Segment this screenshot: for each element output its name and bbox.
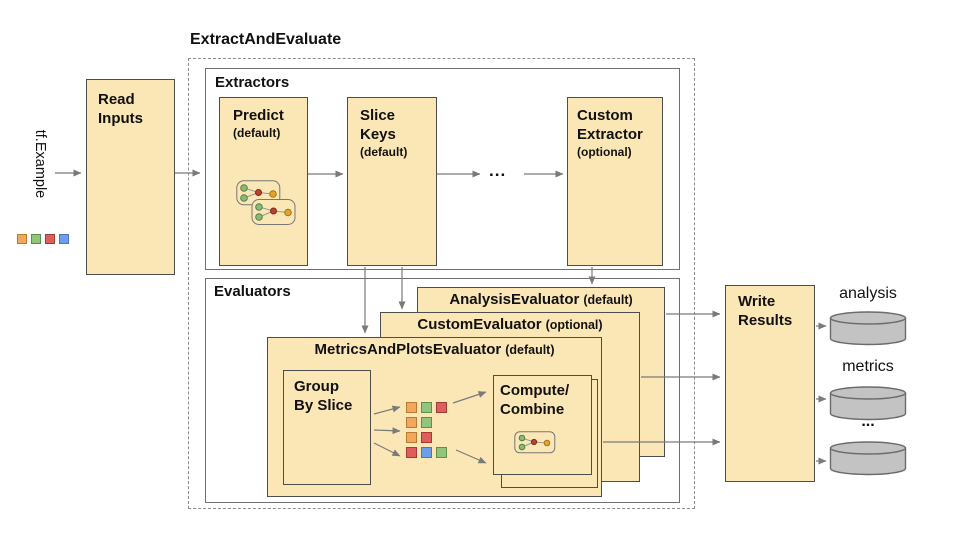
evaluators-container: Evaluators <box>205 278 680 503</box>
analysis-output-label: analysis <box>839 285 897 302</box>
predict-graph-icon <box>236 180 296 225</box>
red-data-square <box>421 432 432 443</box>
orange-data-square <box>406 432 417 443</box>
orange-data-square <box>17 234 27 244</box>
group-by-slice-label: Group By Slice <box>294 378 353 415</box>
metrics-and-plots-evaluator-header: MetricsAndPlotsEvaluator(default) <box>268 338 601 358</box>
metrics-and-plots-evaluator-name: MetricsAndPlotsEvaluator <box>314 341 502 358</box>
read-inputs-box: Read Inputs <box>86 79 175 275</box>
red-data-square <box>406 447 417 458</box>
slice-keys-label: Slice Keys <box>360 107 396 144</box>
input-data-squares <box>17 234 77 246</box>
metrics-output-label: metrics <box>842 358 894 375</box>
write-results-label: Write Results <box>738 293 793 330</box>
extractors-label: Extractors <box>215 74 290 91</box>
orange-data-square <box>406 417 417 428</box>
write-results-box: Write Results <box>725 285 815 482</box>
analysis-evaluator-header: AnalysisEvaluator(default) <box>418 288 664 308</box>
evaluators-label: Evaluators <box>214 283 291 300</box>
green-data-square <box>421 417 432 428</box>
extract-and-evaluate-container <box>188 58 695 509</box>
slice-keys-extractor-box: Slice Keys (default) <box>347 97 437 266</box>
more-database-icon <box>829 441 907 476</box>
blue-data-square <box>421 447 432 458</box>
green-data-square <box>436 447 447 458</box>
extractors-container: Extractors <box>205 68 680 270</box>
red-data-square <box>436 402 447 413</box>
custom-extractor-qualifier: (optional) <box>577 145 632 160</box>
group-by-slice-box: Group By Slice <box>283 370 371 485</box>
analysis-database-icon <box>829 311 907 346</box>
more-outputs-ellipsis: ... <box>861 413 875 430</box>
analysis-evaluator-name: AnalysisEvaluator <box>449 291 580 308</box>
custom-evaluator-name: CustomEvaluator <box>417 316 542 333</box>
sliced-data-squares <box>406 402 452 462</box>
input-label: tf.Example <box>32 129 48 199</box>
custom-extractor-box: Custom Extractor (optional) <box>567 97 663 266</box>
extractors-ellipsis: ... <box>489 161 507 180</box>
green-data-square <box>31 234 41 244</box>
green-data-square <box>421 402 432 413</box>
compute-combine-label: Compute/ Combine <box>500 382 570 419</box>
red-data-square <box>45 234 55 244</box>
custom-evaluator-qualifier: (optional) <box>545 318 603 332</box>
metrics-database-icon <box>829 386 907 421</box>
metrics-and-plots-evaluator-qualifier: (default) <box>505 343 555 357</box>
predict-qualifier: (default) <box>233 126 281 141</box>
compute-combine-box: Compute/ Combine <box>493 375 592 475</box>
diagram-title: ExtractAndEvaluate <box>190 31 342 48</box>
predict-label: Predict <box>233 107 284 124</box>
orange-data-square <box>406 402 417 413</box>
custom-extractor-label: Custom Extractor <box>577 107 643 144</box>
blue-data-square <box>59 234 69 244</box>
custom-evaluator-header: CustomEvaluator(optional) <box>381 313 639 333</box>
slice-keys-qualifier: (default) <box>360 145 408 160</box>
compute-graph-icon <box>514 431 556 454</box>
analysis-evaluator-qualifier: (default) <box>583 293 633 307</box>
predict-extractor-box: Predict (default) <box>219 97 308 266</box>
read-inputs-label: Read Inputs <box>98 91 143 128</box>
